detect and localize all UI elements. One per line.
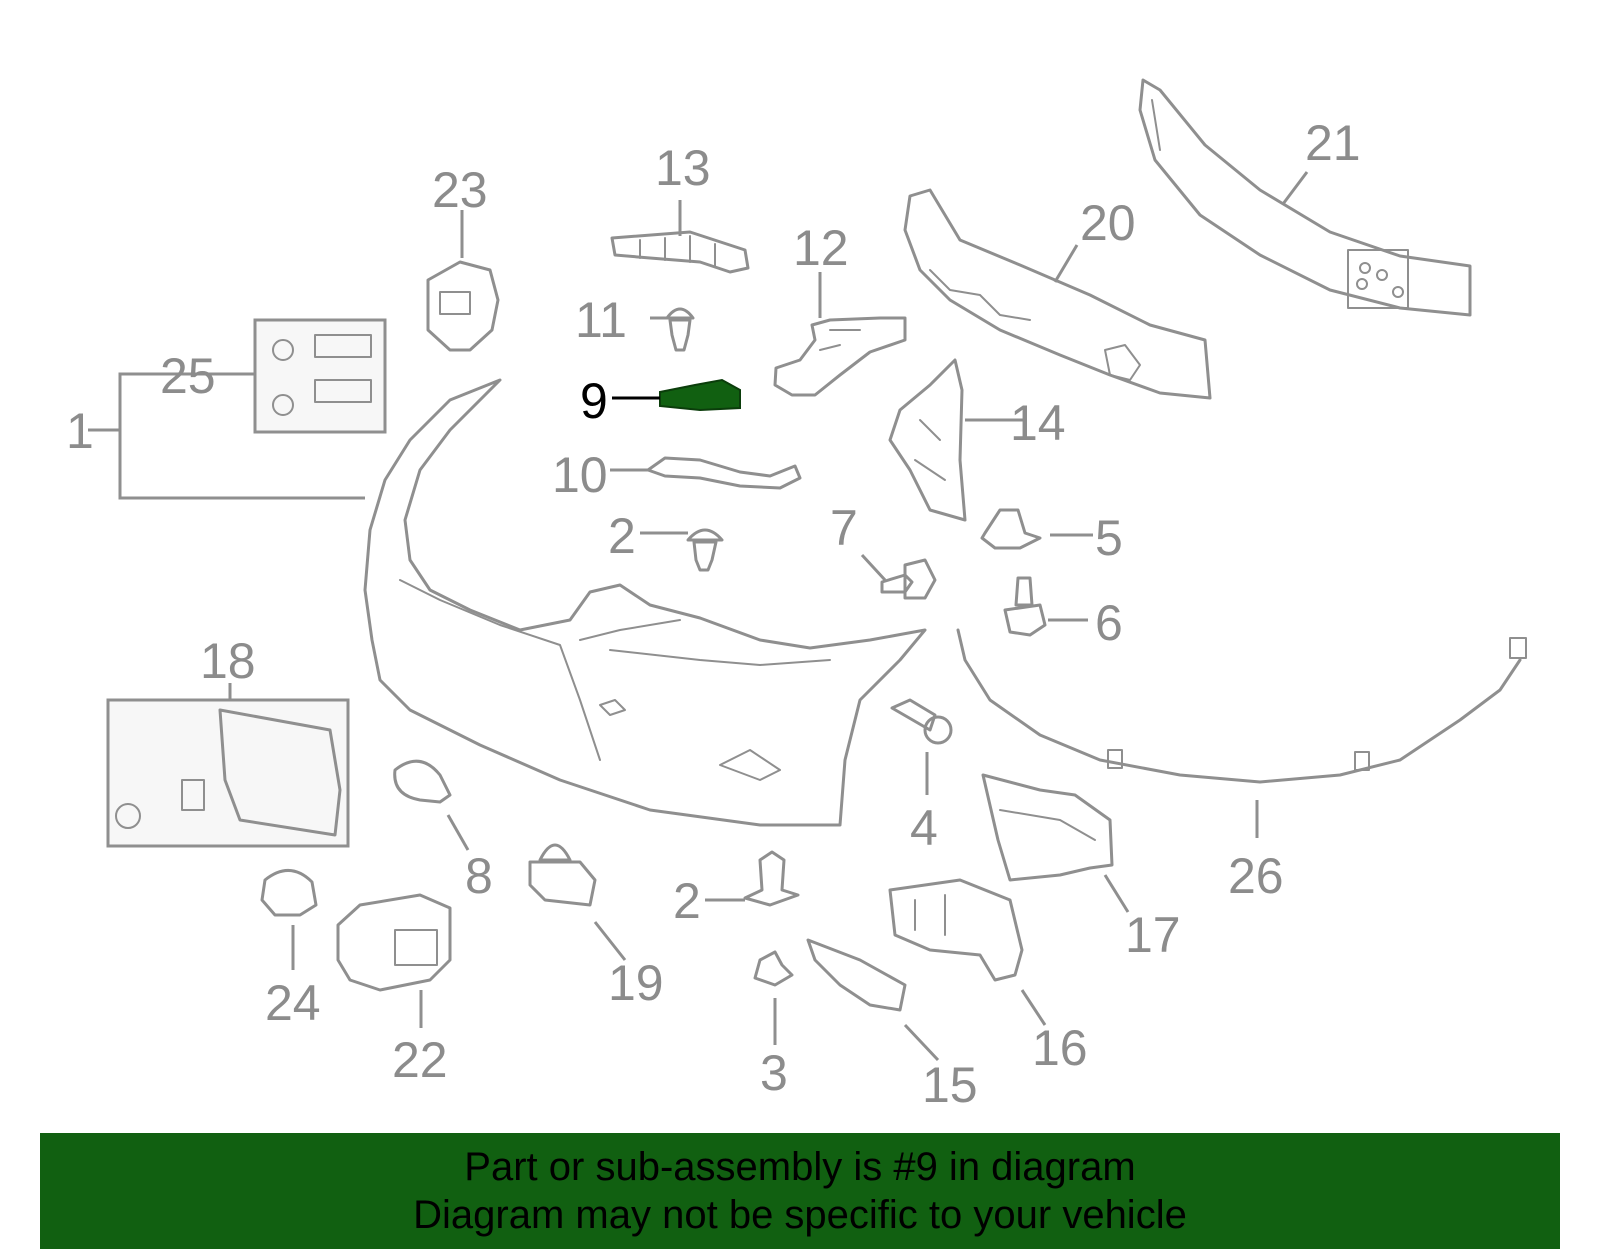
callout-22: 22 <box>392 1032 448 1088</box>
part-14-retainer <box>888 358 967 522</box>
callout-11: 11 <box>575 292 627 348</box>
callout-labels: 1 25 23 13 12 11 9 10 2 7 5 6 14 20 21 1… <box>66 115 1361 1113</box>
callout-19: 19 <box>608 955 664 1011</box>
callout-1: 1 <box>66 403 94 459</box>
part-7-bolt <box>880 558 937 600</box>
callout-25: 25 <box>160 348 216 404</box>
part-2a-clip <box>686 528 724 572</box>
callout-23: 23 <box>432 162 488 218</box>
callout-2b: 2 <box>673 873 701 929</box>
part-6-bolt <box>1003 576 1047 637</box>
callout-2a: 2 <box>608 508 636 564</box>
callout-7: 7 <box>830 500 858 556</box>
part-2b-clip <box>743 850 800 907</box>
callout-15: 15 <box>922 1057 978 1113</box>
part-9-highlighted <box>659 378 741 412</box>
part-8-cap <box>393 759 452 804</box>
callout-4: 4 <box>910 800 938 856</box>
part-10-bracket <box>646 456 802 490</box>
part-3-clip <box>753 950 794 987</box>
part-18-license-bracket-kit <box>106 698 350 848</box>
part-26-harness <box>956 628 1527 784</box>
callout-8: 8 <box>465 848 493 904</box>
part-19-clip <box>528 843 597 907</box>
part-11-clip <box>665 307 695 352</box>
part-5-clip <box>980 508 1042 550</box>
callout-21: 21 <box>1305 115 1361 171</box>
part-4-clip <box>890 698 953 745</box>
banner-line-2: Diagram may not be specific to your vehi… <box>413 1193 1187 1237</box>
part-25-kit <box>253 318 387 434</box>
part-16-bracket <box>888 878 1024 982</box>
info-banner: Part or sub-assembly is #9 in diagram Di… <box>40 1133 1560 1249</box>
callout-16: 16 <box>1032 1020 1088 1076</box>
part-20-absorber <box>903 188 1212 400</box>
part-17-insert <box>981 773 1114 882</box>
callout-24: 24 <box>265 975 321 1031</box>
part-1-bumper-cover <box>363 378 927 827</box>
part-21-reinforcement <box>1138 78 1472 317</box>
callout-12: 12 <box>793 220 849 276</box>
callout-26: 26 <box>1228 848 1284 904</box>
callout-20: 20 <box>1080 195 1136 251</box>
callout-14: 14 <box>1010 395 1066 451</box>
part-12-bracket <box>773 316 907 397</box>
callout-18: 18 <box>200 633 256 689</box>
part-15-cover <box>806 938 907 1012</box>
callout-9: 9 <box>580 373 608 429</box>
callout-5: 5 <box>1095 510 1123 566</box>
callout-13: 13 <box>655 140 711 196</box>
parts-diagram: 1 25 23 13 12 11 9 10 2 7 5 6 14 20 21 1… <box>66 78 1527 1113</box>
callout-10: 10 <box>552 447 608 503</box>
leader-lines <box>88 171 1309 1062</box>
callout-6: 6 <box>1095 595 1123 651</box>
part-23-sensor <box>426 260 500 352</box>
part-13-retainer <box>610 230 750 274</box>
part-24-retainer <box>260 869 318 917</box>
part-22-housing <box>336 893 452 992</box>
callout-3: 3 <box>760 1045 788 1101</box>
banner-line-1: Part or sub-assembly is #9 in diagram <box>464 1145 1136 1189</box>
callout-17: 17 <box>1125 907 1181 963</box>
